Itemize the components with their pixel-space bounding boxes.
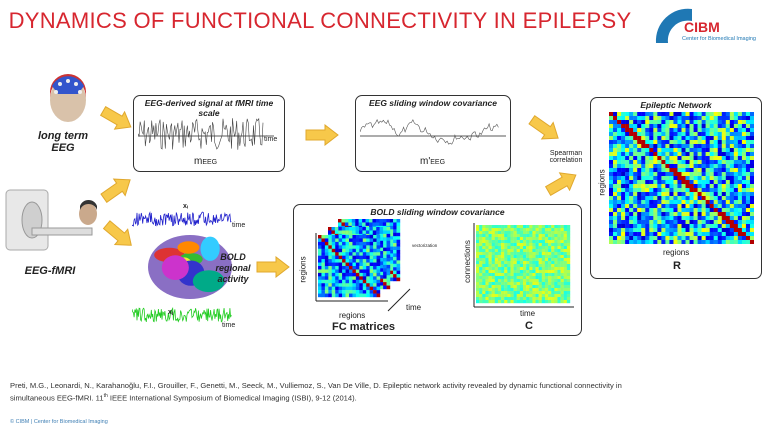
arrow-right-icon: [256, 256, 290, 278]
arrow-up-right-icon: [544, 172, 577, 197]
eeg-signal-plot: [138, 117, 274, 150]
time-axis-label: time: [264, 136, 278, 143]
signal-name: m: [194, 156, 203, 167]
slide-title: DYNAMICS OF FUNCTIONAL CONNECTIVITY IN E…: [8, 8, 632, 33]
x-axis-label: regions: [339, 311, 366, 320]
x-axis-label: regions: [663, 248, 690, 257]
eeg-covariance-panel: EEG sliding window covariance m'EEG: [355, 95, 511, 172]
eeg-signal-panel: EEG-derived signal at fMRI time scale ti…: [133, 95, 285, 172]
connections-matrix-C: [473, 223, 574, 308]
mri-scanner-image: [5, 189, 97, 251]
arrow-down-right-icon: [528, 115, 559, 140]
arrow-right-icon: [305, 124, 339, 146]
panel-title: EEG sliding window covariance: [368, 98, 497, 108]
y-axis-label: regions: [597, 169, 607, 196]
c: [476, 225, 571, 304]
fc-matrix: [318, 235, 381, 298]
fc-matrices-label: FC matrices: [332, 321, 395, 333]
citation: Preti, M.G., Leonardi, N., Karahanoğlu, …: [10, 381, 622, 403]
r: [609, 112, 754, 244]
brain-parcellation-image: [132, 211, 232, 323]
arrow-right-icon: [99, 105, 132, 130]
xi-label: xᵢ: [183, 203, 188, 210]
x-axis-label: time: [520, 309, 536, 318]
panel-title: Epileptic Network: [640, 100, 712, 110]
panel-title: EEG-derived signal at fMRI time scale: [144, 98, 274, 118]
cibm-logo: CIBM Center for Biomedical Imaging: [648, 3, 766, 47]
bold-covariance-panel: BOLD sliding window covariance regions r…: [293, 204, 582, 336]
matrix-name: R: [673, 260, 681, 272]
signal-name: m': [420, 156, 431, 167]
logo-subtitle: Center for Biomedical Imaging: [682, 36, 756, 42]
signal-subscript: EEG: [430, 159, 446, 166]
panel-title: BOLD sliding window covariance: [370, 207, 505, 217]
y-axis-label: regions: [298, 256, 308, 283]
eeg-fmri-label: EEG-fMRI: [24, 265, 76, 277]
arrow-down-right-icon: [102, 220, 132, 246]
fc-matrices-stack: [315, 219, 411, 312]
eeg-covariance-plot: [360, 118, 506, 145]
signal-subscript: EEG: [202, 159, 218, 166]
y-axis-label: connections: [462, 240, 472, 283]
logo-text: CIBM: [684, 19, 720, 35]
matrix-name: C: [525, 320, 533, 332]
epileptic-network-panel: Epileptic Network regions regions R: [590, 97, 762, 279]
time-label: time: [406, 303, 422, 312]
eeg-head-image: [50, 74, 86, 122]
network-matrix-R: [609, 112, 754, 244]
footer: © CIBM | Center for Biomedical Imaging: [10, 419, 108, 425]
arrow-up-right-icon: [100, 178, 131, 203]
time-label: time: [232, 222, 246, 229]
cibm-arc-icon: [655, 8, 692, 43]
xj-label: xⱼ: [168, 309, 174, 316]
time-label: time: [222, 322, 236, 329]
vectorization-label: vectorization: [412, 243, 438, 248]
spearman-label: Spearman correlation: [549, 150, 583, 164]
